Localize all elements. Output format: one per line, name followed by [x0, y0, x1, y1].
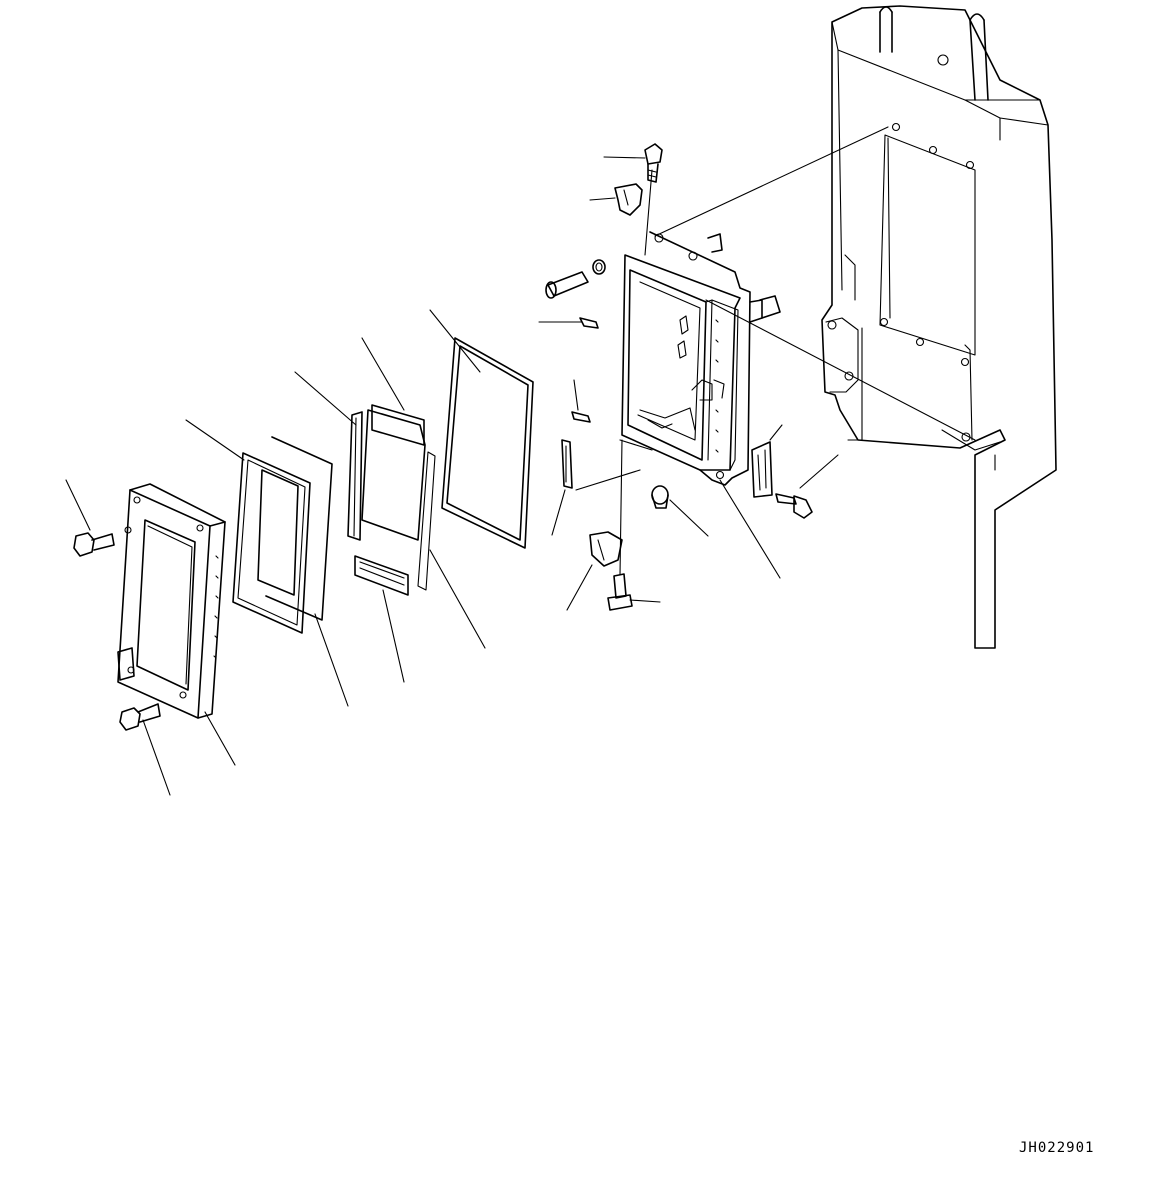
bolt-left-upper [73, 532, 115, 557]
bottom-rail [354, 555, 409, 596]
small-bracket-middle [571, 411, 591, 423]
bolt-right [775, 493, 813, 519]
protective-sheet [265, 436, 333, 621]
small-bracket-upper [579, 317, 599, 329]
knob [651, 485, 669, 509]
front-bezel [117, 483, 226, 719]
clip-bottom [589, 531, 623, 567]
bolt-top [644, 143, 663, 183]
cover-plate [361, 404, 436, 591]
bolt-left-lower [119, 703, 161, 731]
latch-bar-right [751, 441, 773, 498]
bolt-bottom [607, 573, 633, 611]
drawing-code: JH022901 [1019, 1140, 1095, 1156]
bolt-washer [545, 259, 606, 299]
clip-top [614, 183, 643, 216]
cab-pillar [821, 5, 1057, 649]
seal-gasket [441, 337, 534, 549]
monitor-housing [621, 231, 781, 486]
leader-lines [65, 126, 976, 796]
inner-frame [232, 452, 311, 634]
latch-bar-left [561, 439, 573, 489]
side-rail [347, 411, 363, 541]
